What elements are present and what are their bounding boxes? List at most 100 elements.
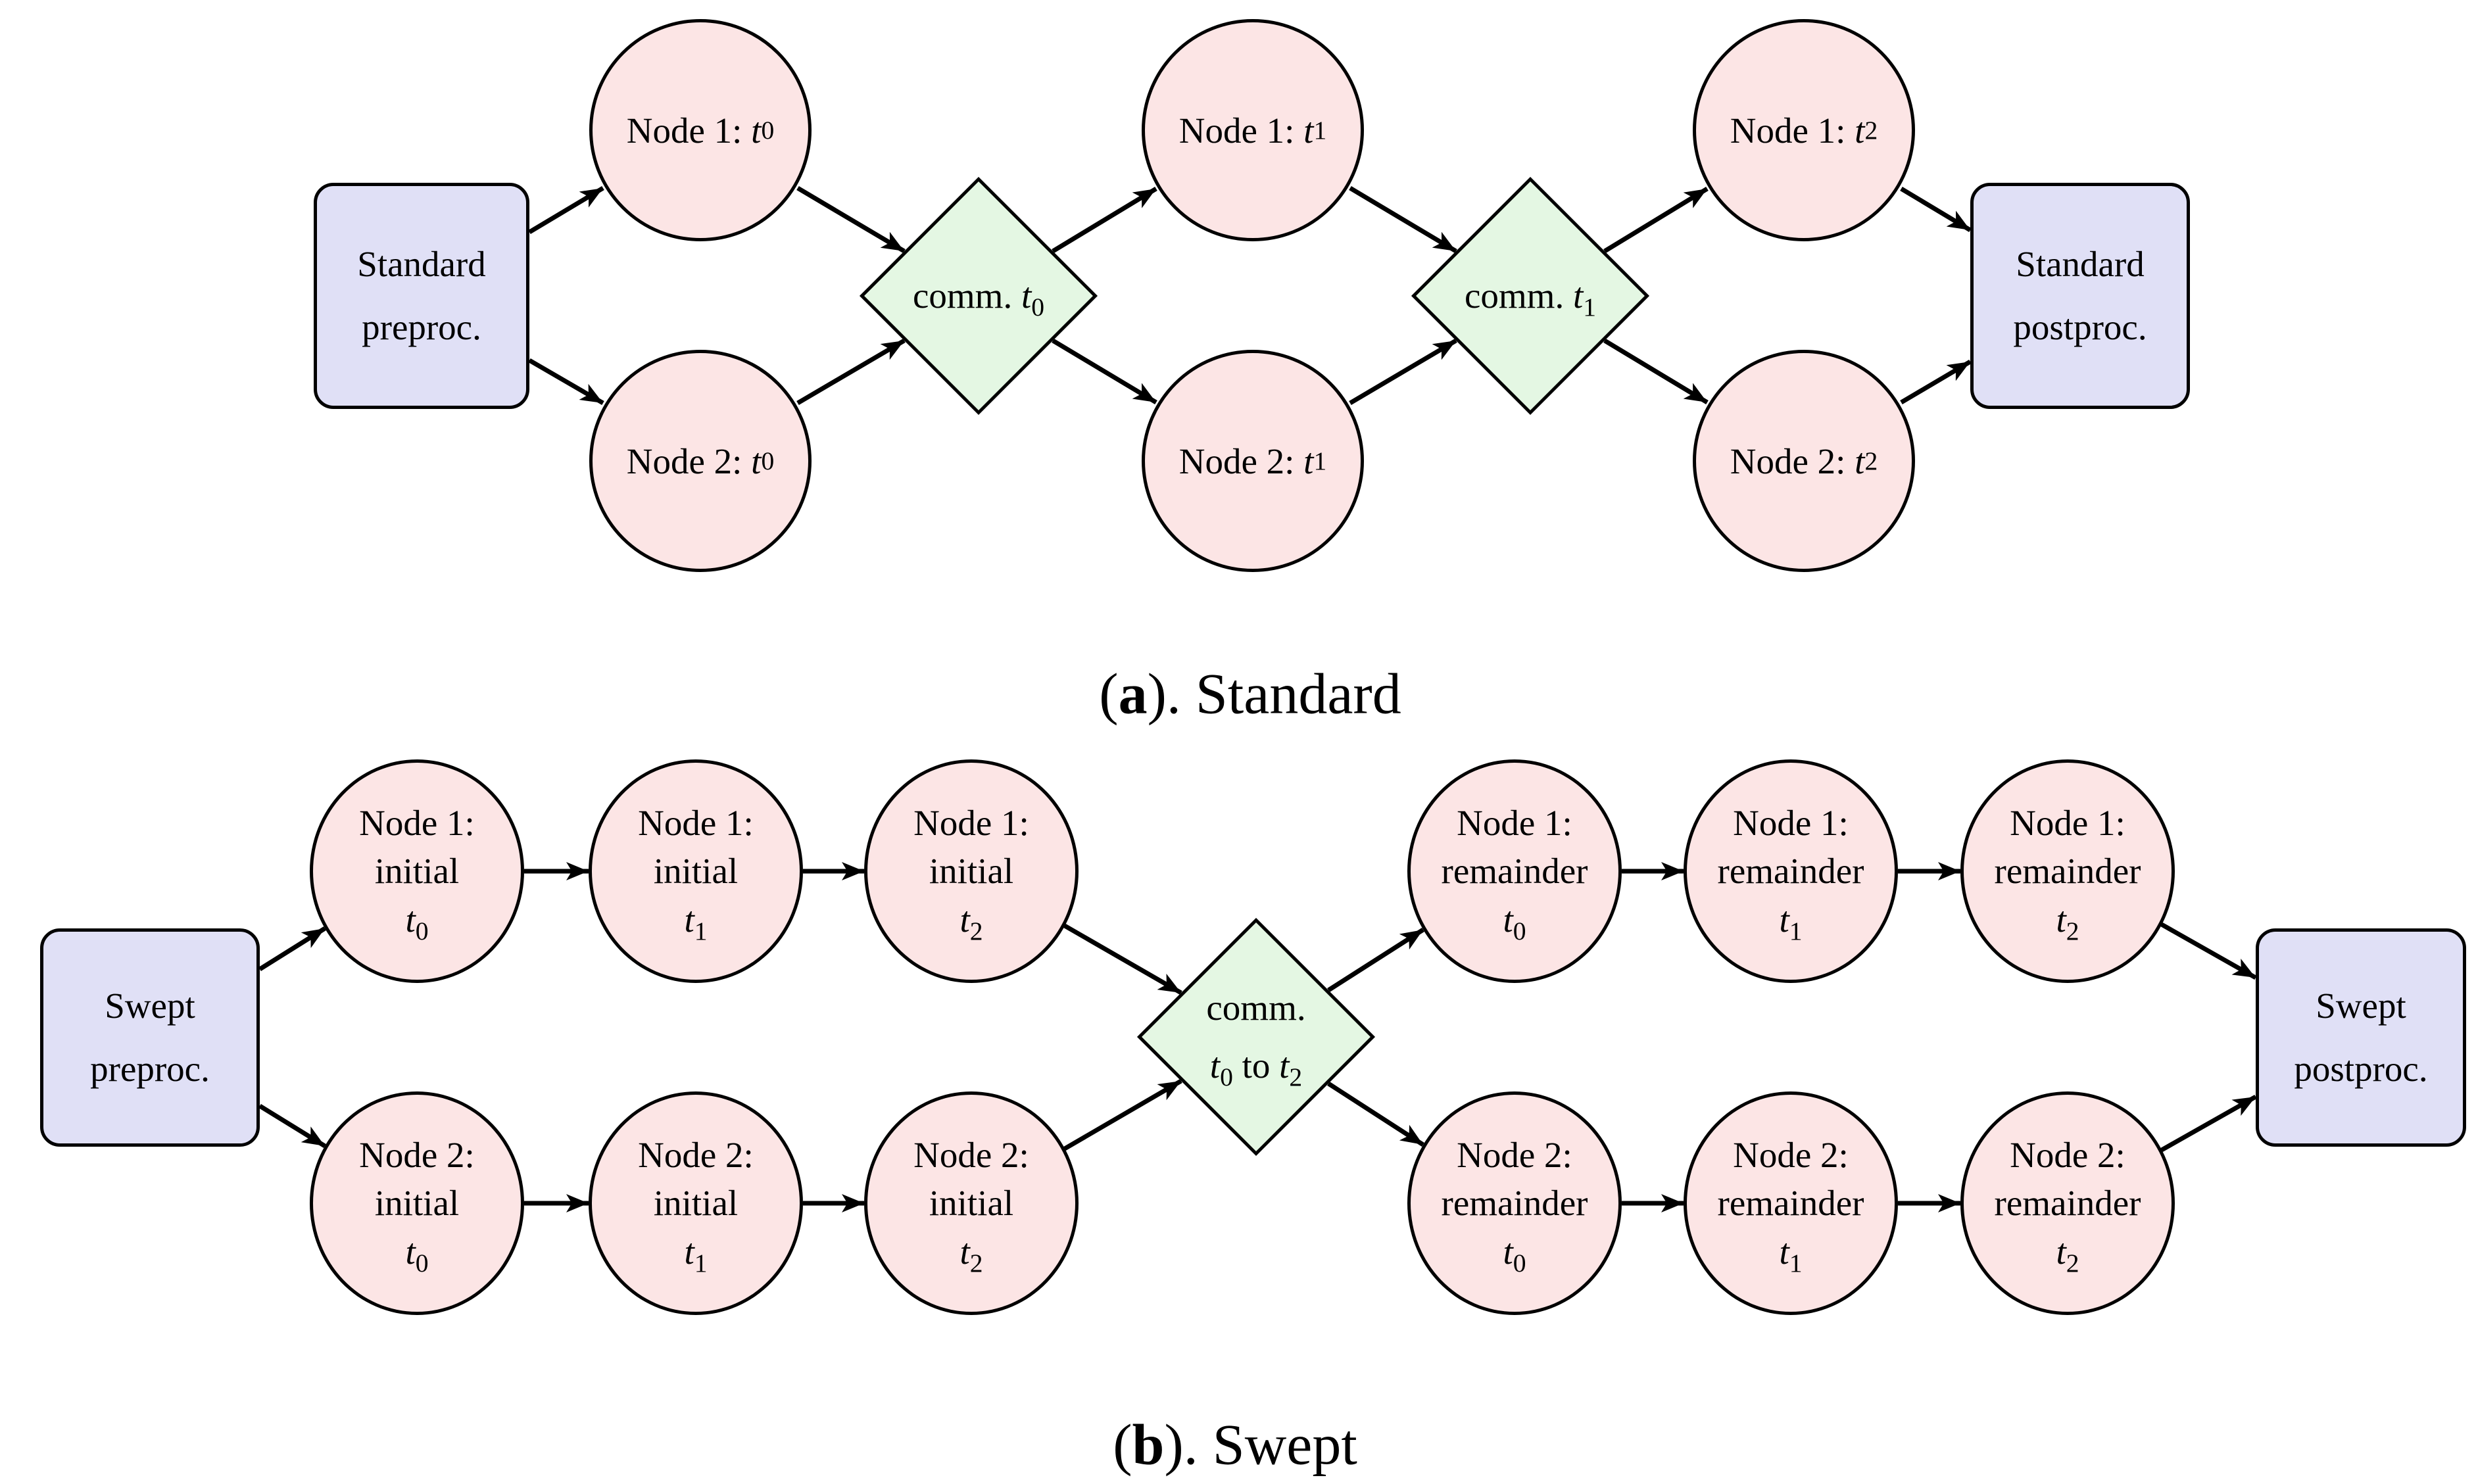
time-subscript: 1 xyxy=(694,1248,708,1278)
time-label: t2 xyxy=(959,896,983,944)
time-var: t xyxy=(2056,899,2066,940)
phase-label: remainder xyxy=(1441,1183,1588,1224)
time-label: t0 xyxy=(405,1228,428,1276)
node-label: Node 2: xyxy=(1178,441,1295,481)
arrow-a-comm-t1-to-node2-t2 xyxy=(1603,339,1709,404)
time-label: t2 xyxy=(2056,896,2079,944)
standard-postproc-box: Standard postproc. xyxy=(1970,183,2190,409)
time-subscript: 0 xyxy=(1513,1248,1526,1278)
comm-word: comm. xyxy=(1464,275,1565,316)
arrow-b-preproc-to-init1-t0 xyxy=(258,926,326,971)
node-ellipse-b-init1-t0: Node 1: initial t0 xyxy=(310,759,524,983)
arrow-a-comm-t1-to-node1-t2 xyxy=(1603,187,1709,253)
time-var: t xyxy=(1503,1231,1513,1272)
node-label: Node 2: xyxy=(626,441,742,481)
phase-label: remainder xyxy=(1441,851,1588,892)
time-subscript: 2 xyxy=(2066,916,2079,945)
node-ellipse-b-init2-t0: Node 2: initial t0 xyxy=(310,1091,524,1315)
comm-word: comm. xyxy=(1206,988,1306,1028)
arrow-a-preproc-to-node1-t0 xyxy=(528,185,604,235)
arrow-a-comm-t0-to-node1-t1 xyxy=(1052,187,1157,253)
time-var: t xyxy=(1779,899,1789,940)
time-var: t xyxy=(1279,1045,1290,1086)
time-subscript: 0 xyxy=(1031,293,1045,322)
arrow-a-comm-t0-to-node2-t1 xyxy=(1052,338,1157,405)
time-subscript: 0 xyxy=(415,1248,429,1278)
node-ellipse-b-init1-t1: Node 1: initial t1 xyxy=(589,759,803,983)
comm-diamond-a-t1-label: comm. t1 xyxy=(1399,230,1662,362)
time-var: t xyxy=(405,899,416,940)
time-var: t xyxy=(1303,441,1314,481)
time-var: t xyxy=(751,441,762,481)
time-subscript: 0 xyxy=(1220,1063,1233,1091)
node-ellipse-b-rem2-t2: Node 2: remainder t2 xyxy=(1960,1091,2175,1315)
time-label: t0 xyxy=(405,896,428,944)
time-subscript: 0 xyxy=(415,916,429,945)
node-label: Node 1: xyxy=(1733,803,1849,844)
node-label: Node 1: xyxy=(1730,110,1846,151)
caption-letter: a xyxy=(1118,662,1148,727)
arrow-b-rem1-t2-to-postproc xyxy=(2160,922,2257,980)
time-subscript: 2 xyxy=(2066,1248,2079,1278)
time-label: t1 xyxy=(1779,896,1802,944)
time-label: t1 xyxy=(684,1228,707,1276)
comm-label-line: comm. t0 xyxy=(913,267,1044,325)
node-label: Node 1: xyxy=(1178,110,1295,151)
swept-preproc-line1: Swept xyxy=(105,985,195,1026)
node-label: Node 2: xyxy=(1457,1135,1572,1176)
phase-label: remainder xyxy=(1994,851,2141,892)
time-var: t xyxy=(1303,110,1314,151)
time-subscript: 2 xyxy=(969,1248,983,1278)
standard-postproc-line2: postproc. xyxy=(2013,307,2147,347)
time-var: t xyxy=(959,1231,970,1272)
node-label: Node 1: xyxy=(2010,803,2125,844)
arrow-a-node2-t0-to-comm-t0 xyxy=(796,338,906,406)
node-label: Node 2: xyxy=(638,1135,754,1176)
node-label: Node 1: xyxy=(1457,803,1572,844)
caption-letter: b xyxy=(1132,1413,1165,1477)
time-var: t xyxy=(405,1231,416,1272)
comm-word: comm. xyxy=(912,275,1013,316)
arrow-a-node2-t2-to-postproc xyxy=(1900,359,1972,405)
arrow-a-preproc-to-node2-t0 xyxy=(528,358,604,406)
node-ellipse-b-init2-t1: Node 2: initial t1 xyxy=(589,1091,803,1315)
arrow-a-node2-t1-to-comm-t1 xyxy=(1349,338,1457,406)
time-label: t0 xyxy=(1503,896,1526,944)
node-ellipse-b-rem1-t2: Node 1: remainder t2 xyxy=(1960,759,2175,983)
phase-label: initial xyxy=(374,851,460,892)
time-var: t xyxy=(2056,1231,2066,1272)
node-label: Node 1: xyxy=(359,803,475,844)
caption-paren-close: ). xyxy=(1147,662,1181,727)
caption-title: Standard xyxy=(1195,662,1401,727)
time-label: t2 xyxy=(2056,1228,2079,1276)
node-ellipse-b-rem1-t1: Node 1: remainder t1 xyxy=(1684,759,1898,983)
node-label: Node 1: xyxy=(626,110,742,151)
arrow-b-preproc-to-init2-t0 xyxy=(258,1104,326,1148)
arrow-b-init2-t2-to-comm xyxy=(1063,1078,1182,1151)
time-var: t xyxy=(1021,275,1032,316)
swept-postproc-line1: Swept xyxy=(2316,985,2406,1026)
phase-label: initial xyxy=(653,1183,739,1224)
phase-label: remainder xyxy=(1717,851,1864,892)
node-ellipse-b-rem1-t0: Node 1: remainder t0 xyxy=(1407,759,1622,983)
standard-preproc-box: Standard preproc. xyxy=(314,183,529,409)
range-word: to xyxy=(1242,1045,1271,1086)
comm-diamond-a-t0-label: comm. t0 xyxy=(847,230,1110,362)
arrow-b-init1-t2-to-comm xyxy=(1063,923,1182,995)
node-label: Node 1: xyxy=(638,803,754,844)
time-label: t1 xyxy=(684,896,707,944)
time-subscript: 2 xyxy=(1289,1063,1303,1091)
node-label: Node 2: xyxy=(359,1135,475,1176)
time-var: t xyxy=(1209,1045,1221,1086)
phase-label: initial xyxy=(929,1183,1014,1224)
swept-postproc-line2: postproc. xyxy=(2294,1049,2428,1089)
node-label: Node 2: xyxy=(1730,441,1846,481)
time-var: t xyxy=(751,110,762,151)
standard-preproc-line1: Standard xyxy=(357,243,486,284)
standard-preproc-line2: preproc. xyxy=(362,307,481,347)
